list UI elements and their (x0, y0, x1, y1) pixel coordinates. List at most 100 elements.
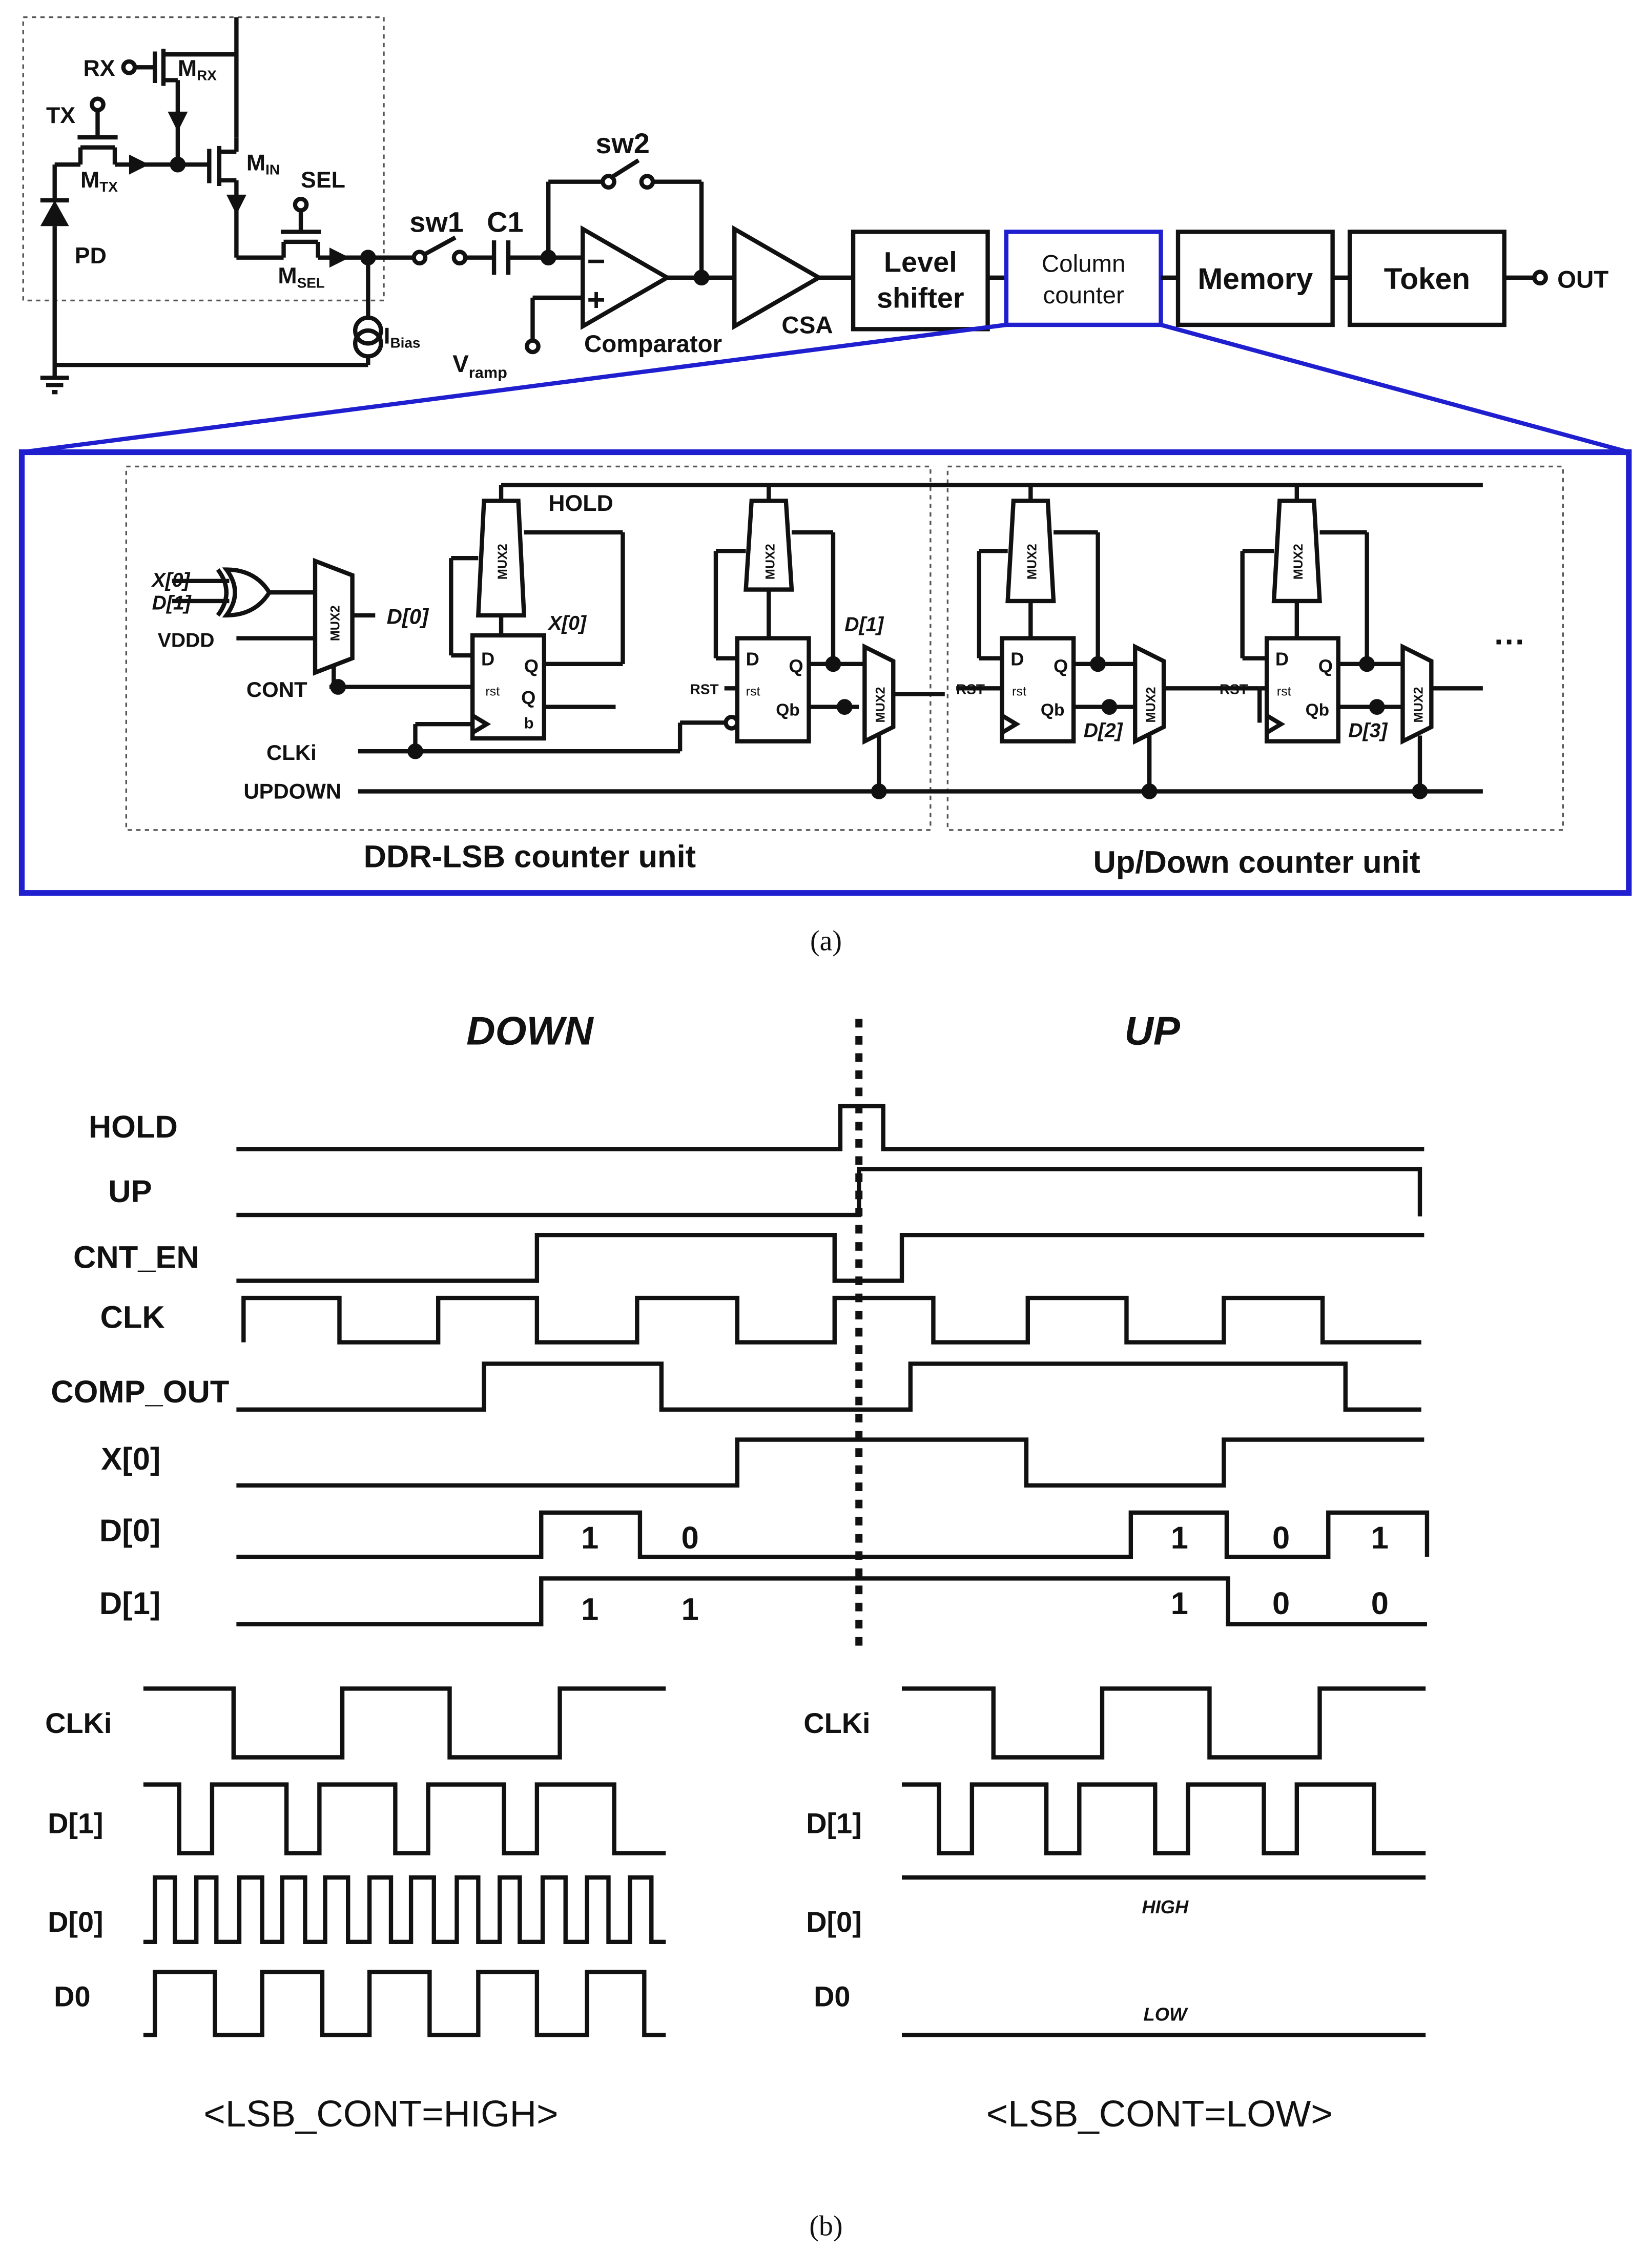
d0-value-1: 1 (581, 1520, 598, 1556)
column-counter-line2: counter (1043, 282, 1125, 309)
counter-detail-frame (18, 449, 1632, 896)
c1-label: C1 (487, 205, 523, 238)
comparator-minus: − (587, 244, 606, 279)
d0-out-label: D[0] (387, 605, 429, 629)
clki-label: CLKi (266, 740, 317, 765)
phase-up-label: UP (1124, 1008, 1180, 1054)
lsb-low-low-note: LOW (1144, 2004, 1188, 2025)
x0-feedback-label: X[0] (547, 612, 587, 634)
mux-label-out3: MUX2 (1412, 687, 1426, 723)
sel-label: SEL (301, 168, 345, 193)
d3-label: D[3] (1348, 719, 1388, 741)
tx-label: TX (46, 103, 75, 128)
wave-x0 (236, 1437, 1424, 1488)
lsb-low-labels: CLKi D[1] D[0] D0 (803, 1707, 870, 2012)
d1-value-1: 1 (581, 1592, 598, 1627)
sw2-label: sw2 (595, 127, 650, 159)
ibias-label: IBias (384, 323, 420, 350)
ff2-rst-input: RST (690, 681, 719, 697)
d0-value-5: 1 (1371, 1520, 1389, 1556)
signal-d0: D[0] (99, 1513, 160, 1548)
ff1-d: D (481, 649, 494, 670)
mux-label-4: MUX2 (1291, 544, 1306, 580)
signal-x0: X[0] (101, 1441, 160, 1477)
cont-label: CONT (246, 677, 307, 701)
readout-chain (411, 158, 1548, 355)
m-in-label: MIN (246, 150, 280, 177)
lsb-high-clki: CLKi (45, 1707, 112, 1739)
ff1-rst: rst (485, 684, 500, 698)
ff4-rst-input: RST (1220, 681, 1248, 697)
ff3-q: Q (1054, 656, 1068, 677)
lsb-high-wave-clki (143, 1686, 666, 1760)
ff4-qb: Qb (1306, 700, 1330, 719)
pixel-labels: RX MRX TX MTX MIN SEL MSEL PD IBias (46, 56, 420, 351)
ff2-q: Q (789, 656, 803, 677)
d1-value-4: 0 (1272, 1586, 1290, 1621)
readout-labels: sw1 C1 sw2 − + Comparator Vramp CSA Leve… (409, 127, 1608, 381)
lsb-high-wave-d1 (143, 1782, 666, 1855)
ff1-qb-b: b (524, 714, 534, 732)
pixel-circuit (22, 16, 416, 395)
pixel-boundary (22, 16, 385, 302)
vramp-label: Vramp (452, 350, 507, 381)
counter-labels: HOLD MUX2 MUX2 MUX2 MUX2 MUX2 MUX2 MUX2 … (151, 491, 1526, 880)
wave-hold (236, 1104, 1424, 1151)
csa-label: CSA (781, 312, 833, 339)
lsb-high-d0-plain: D0 (54, 1980, 90, 2012)
updown-label: UPDOWN (243, 779, 341, 803)
lsb-low-title: <LSB_CONT=LOW> (986, 2093, 1333, 2135)
signal-comp-out: COMP_OUT (51, 1374, 229, 1410)
comparator-label: Comparator (584, 331, 722, 358)
mux-label-3: MUX2 (1025, 544, 1040, 580)
ellipsis: ··· (1494, 624, 1525, 659)
d0-value-3: 1 (1171, 1520, 1188, 1556)
ff3-qb: Qb (1041, 700, 1065, 719)
d0-value-4: 0 (1272, 1520, 1290, 1556)
wave-cnt-en (236, 1232, 1424, 1283)
phase-down-label: DOWN (466, 1008, 594, 1054)
ff4-q: Q (1318, 656, 1333, 677)
xor-in-x0: X[0] (151, 569, 191, 591)
lsb-high-title: <LSB_CONT=HIGH> (203, 2093, 558, 2135)
lsb-low-wave-clki (902, 1686, 1426, 1760)
wave-d0 (236, 1510, 1430, 1559)
ddr-lsb-unit-label: DDR-LSB counter unit (364, 839, 696, 874)
d1-value-2: 1 (682, 1592, 699, 1627)
vddd-label: VDDD (158, 629, 215, 651)
ff4-rst: rst (1277, 684, 1291, 698)
caption-b: (b) (809, 2210, 842, 2242)
ff1-qb-q: Q (521, 687, 535, 708)
wave-comp-out (236, 1361, 1421, 1412)
comparator-plus: + (587, 282, 606, 318)
m-tx-label: MTX (80, 168, 118, 195)
zoom-lines (21, 322, 1629, 455)
d1-value-5: 0 (1371, 1586, 1389, 1621)
wave-clk (241, 1295, 1421, 1345)
timing-waveforms (236, 1019, 1430, 1646)
ff2-rst: rst (746, 684, 760, 698)
token-label: Token (1384, 262, 1470, 296)
updown-unit-label: Up/Down counter unit (1093, 845, 1420, 880)
lsb-high-waves (143, 1686, 666, 2037)
memory-label: Memory (1197, 262, 1313, 296)
lsb-low-waves (902, 1686, 1426, 2037)
lsb-low-wave-d1 (902, 1782, 1426, 1855)
mux-label-out1: MUX2 (874, 687, 888, 723)
signal-cnt-en: CNT_EN (73, 1240, 199, 1275)
counter-wiring (172, 483, 1483, 799)
lsb-low-d0: D[0] (806, 1906, 862, 1938)
mux-label-out2: MUX2 (1144, 687, 1158, 723)
wave-up (236, 1167, 1422, 1217)
signal-hold: HOLD (89, 1109, 178, 1145)
signal-up: UP (108, 1174, 152, 1209)
timing-phase-labels: DOWN UP (466, 1008, 1181, 1054)
rx-label: RX (84, 56, 115, 81)
lsb-low-d0-plain: D0 (814, 1980, 850, 2012)
wave-d1 (236, 1576, 1427, 1626)
caption-a: (a) (810, 925, 842, 957)
m-sel-label: MSEL (278, 263, 324, 291)
m-rx-label: MRX (178, 56, 217, 83)
ff3-rst: rst (1012, 684, 1026, 698)
